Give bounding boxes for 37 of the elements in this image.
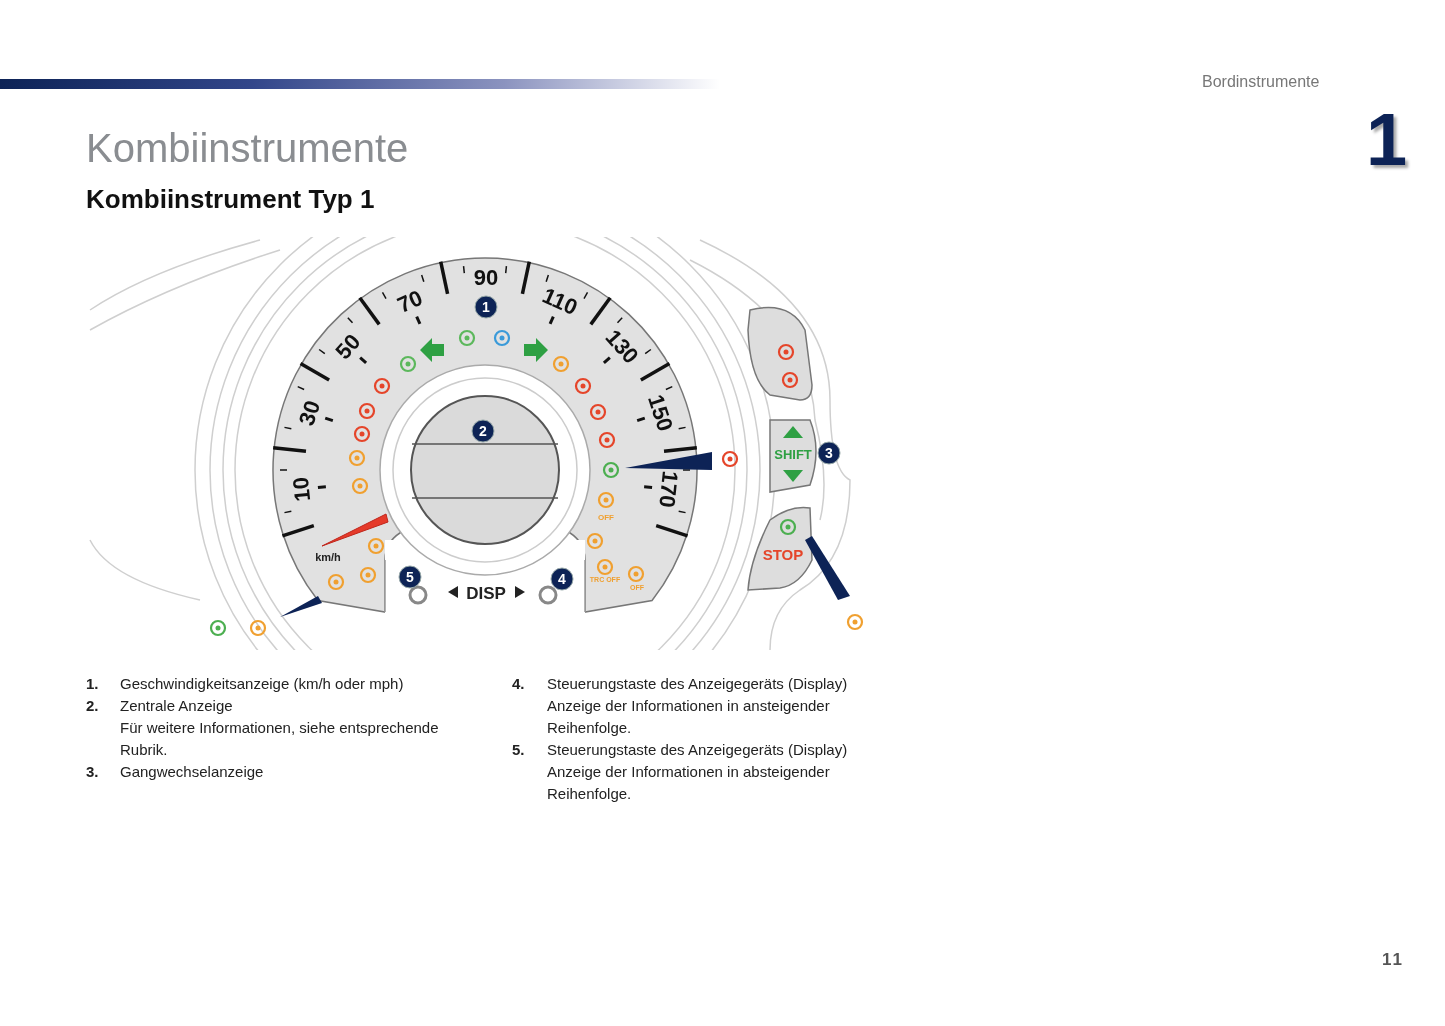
list-number: 2. [86, 696, 99, 716]
button-label: SHIFT [774, 447, 812, 462]
speed-number: 150 [642, 391, 679, 435]
section-heading: Bordinstrumente [1202, 73, 1320, 91]
list-item-text: Geschwindigkeitsanzeige (km/h oder mph) [120, 674, 404, 694]
page-title: Kombiinstrumente [86, 126, 409, 171]
unit-label: km/h [315, 551, 341, 563]
speed-number: 50 [330, 329, 366, 364]
button-label: STOP [762, 546, 804, 563]
button-label: DISP [466, 584, 506, 603]
indicator-text: OFF [598, 513, 614, 522]
list-item-text: Gangwechselanzeige [120, 762, 264, 782]
speed-number: 130 [600, 324, 644, 369]
callout-number: 4 [550, 567, 574, 591]
list-item-text: Steuerungstaste des Anzeigegeräts (Display) [547, 674, 848, 694]
list-number: 5. [512, 740, 525, 760]
list-item-text: Für weitere Informationen, siehe entsprechende Rubrik. [120, 718, 440, 760]
speed-number: 70 [393, 285, 427, 318]
speed-number: 90 [473, 265, 499, 290]
list-number: 4. [512, 674, 525, 694]
list-number: 3. [86, 762, 99, 782]
subtitle: Kombiinstrument Typ 1 [86, 184, 375, 215]
list-item-text: Zentrale Anzeige [120, 696, 233, 716]
list-item-text: Anzeige der Informationen in absteigender Reihenfolge. [547, 762, 831, 804]
speed-number: 10 [287, 475, 316, 503]
list-number: 1. [86, 674, 99, 694]
speed-number: 110 [538, 282, 582, 321]
callout-number: 5 [398, 565, 422, 589]
list-item-text: Steuerungstaste des Anzeigegeräts (Display) [547, 740, 848, 760]
speed-number: 170 [654, 469, 683, 509]
callout-number: 2 [471, 419, 495, 443]
chapter-number: 1 [1366, 100, 1408, 180]
page-number: 11 [1382, 950, 1404, 970]
callout-number: 1 [474, 295, 498, 319]
callout-number: 3 [817, 441, 841, 465]
list-item-text: Anzeige der Informationen in ansteigender Reihenfolge. [547, 696, 831, 738]
speed-number: 30 [293, 397, 326, 429]
